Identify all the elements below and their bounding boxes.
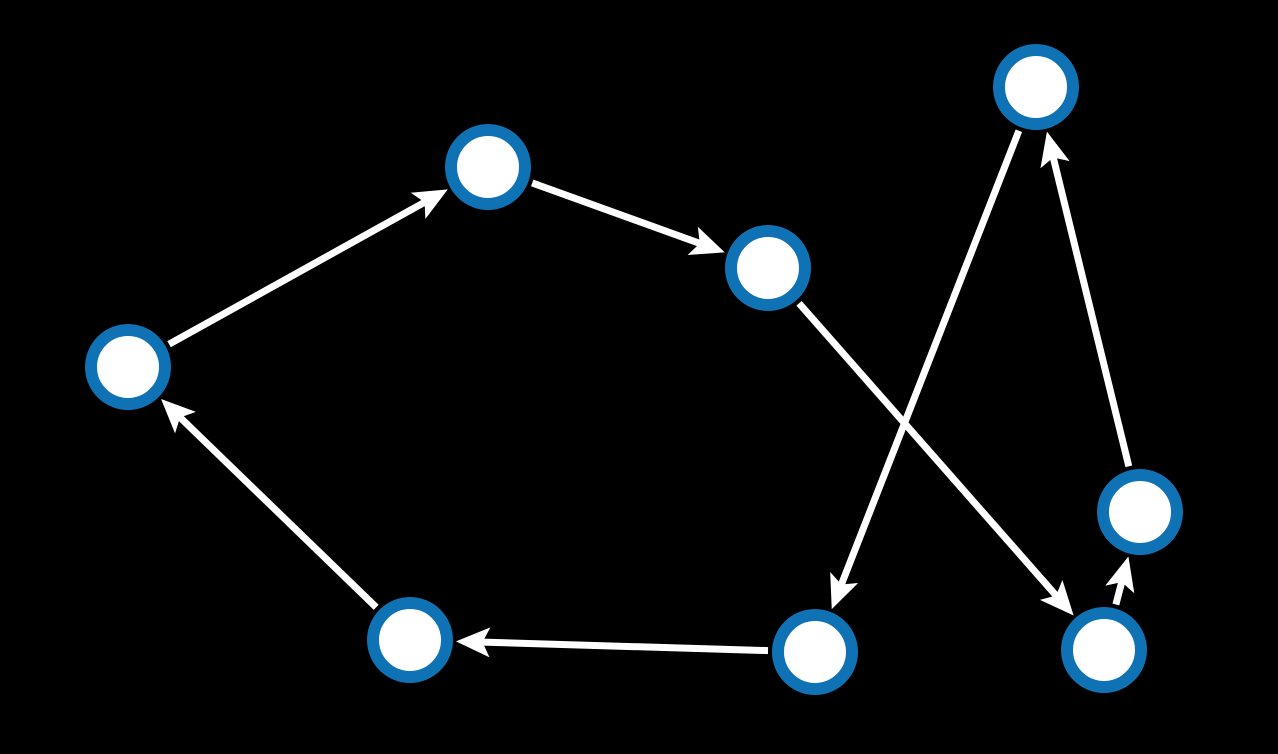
- graph-node[interactable]: [85, 324, 171, 410]
- nodes-layer: [85, 44, 1183, 695]
- node-circle-icon: [725, 225, 811, 311]
- graph-edge[interactable]: [1040, 131, 1133, 468]
- node-circle-icon: [993, 44, 1079, 130]
- edge-line: [167, 195, 434, 348]
- graph-edge[interactable]: [455, 627, 769, 658]
- graph-edge[interactable]: [167, 189, 448, 348]
- edge-line: [172, 409, 379, 610]
- graph-node[interactable]: [772, 609, 858, 695]
- graph-node[interactable]: [1097, 469, 1183, 555]
- node-circle-icon: [445, 124, 531, 210]
- graph-node[interactable]: [725, 225, 811, 311]
- edge-line: [474, 638, 769, 655]
- edge-arrowhead-icon: [687, 226, 725, 255]
- node-circle-icon: [85, 324, 171, 410]
- edge-arrowhead-icon: [1105, 556, 1135, 594]
- edge-arrowhead-icon: [161, 398, 196, 434]
- graph-edge[interactable]: [830, 129, 1023, 610]
- graph-edge[interactable]: [1105, 556, 1135, 606]
- node-circle-icon: [1097, 469, 1183, 555]
- edge-arrowhead-icon: [455, 627, 491, 658]
- edge-line: [531, 179, 709, 250]
- edge-arrowhead-icon: [1039, 580, 1074, 616]
- edge-line: [1047, 149, 1133, 468]
- edge-arrowhead-icon: [830, 572, 859, 610]
- graph-edge[interactable]: [531, 179, 725, 255]
- edge-line: [796, 300, 1064, 604]
- node-circle-icon: [367, 597, 453, 683]
- node-circle-icon: [1061, 607, 1147, 693]
- node-circle-icon: [772, 609, 858, 695]
- edges-layer: [161, 129, 1135, 658]
- graph-node[interactable]: [993, 44, 1079, 130]
- edge-line: [835, 129, 1023, 594]
- graph-node[interactable]: [367, 597, 453, 683]
- graph-node[interactable]: [1061, 607, 1147, 693]
- edge-arrowhead-icon: [1040, 131, 1070, 169]
- graph-edge[interactable]: [796, 300, 1074, 616]
- edge-arrowhead-icon: [410, 189, 448, 219]
- graph-edge[interactable]: [161, 398, 379, 610]
- graph-node[interactable]: [445, 124, 531, 210]
